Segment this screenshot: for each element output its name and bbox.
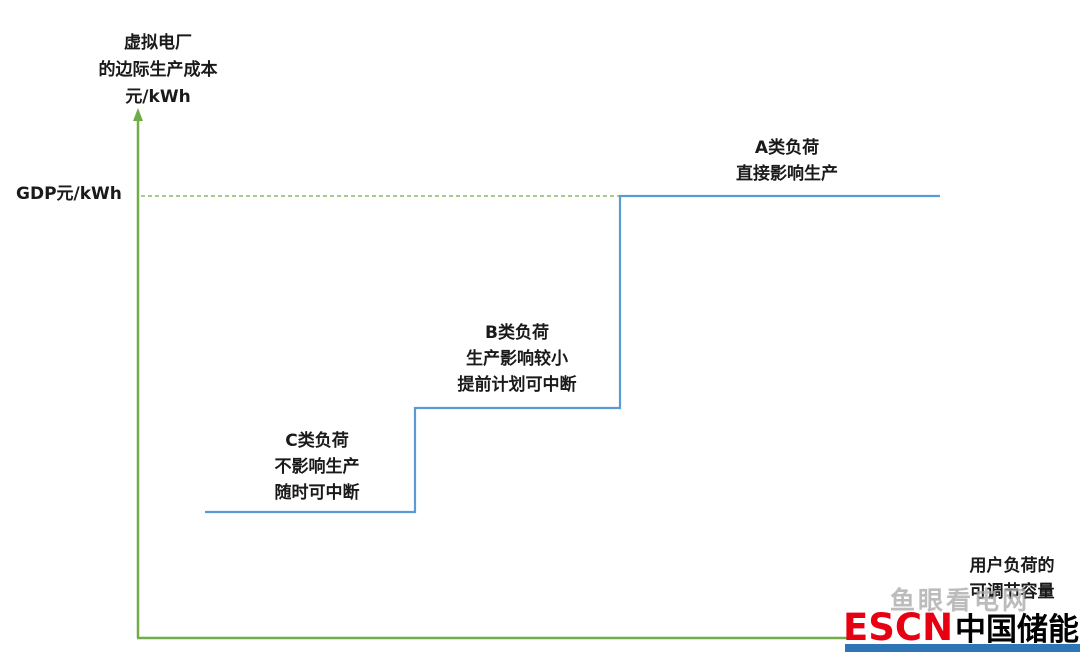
x-axis-title: 用户负荷的 可调节容量 (942, 553, 1080, 605)
segment-b-annotation: B类负荷 生产影响较小 提前计划可中断 (417, 320, 617, 398)
gdp-reference-label: GDP元/kWh (16, 184, 122, 204)
segment-c-line-2: 不影响生产 (274, 457, 360, 477)
escn-logo-black-text: 中国储能网 (955, 612, 1080, 648)
y-axis-title-line-2: 的边际生产成本 (98, 60, 218, 80)
segment-c-annotation: C类负荷 不影响生产 随时可中断 (217, 428, 417, 506)
site-watermark: 鱼眼看电网 (890, 586, 1031, 615)
segment-a-line-2: 直接影响生产 (736, 164, 838, 184)
cost-step-line (205, 194, 940, 514)
y-axis-arrowhead (133, 108, 143, 121)
x-axis-title-line-2: 可调节容量 (969, 582, 1055, 602)
escn-logo: ESCN 中国储能网 (843, 604, 1080, 652)
footer-accent-bar (845, 644, 1080, 652)
escn-logo-red-text: ESCN (843, 606, 954, 649)
segment-c-line-3: 随时可中断 (274, 483, 360, 503)
segment-b-line-3: 提前计划可中断 (457, 375, 577, 395)
segment-a-annotation: A类负荷 直接影响生产 (687, 135, 887, 187)
segment-b-line-1: B类负荷 (485, 323, 549, 343)
segment-b-line-2: 生产影响较小 (466, 349, 568, 369)
y-axis-title: 虚拟电厂 的边际生产成本 元/kWh (78, 30, 238, 111)
y-axis-title-line-1: 虚拟电厂 (124, 33, 192, 53)
x-axis-title-line-1: 用户负荷的 (969, 556, 1055, 576)
segment-c-line-1: C类负荷 (285, 431, 349, 451)
y-axis-title-line-3: 元/kWh (125, 87, 191, 107)
segment-a-line-1: A类负荷 (754, 138, 820, 158)
